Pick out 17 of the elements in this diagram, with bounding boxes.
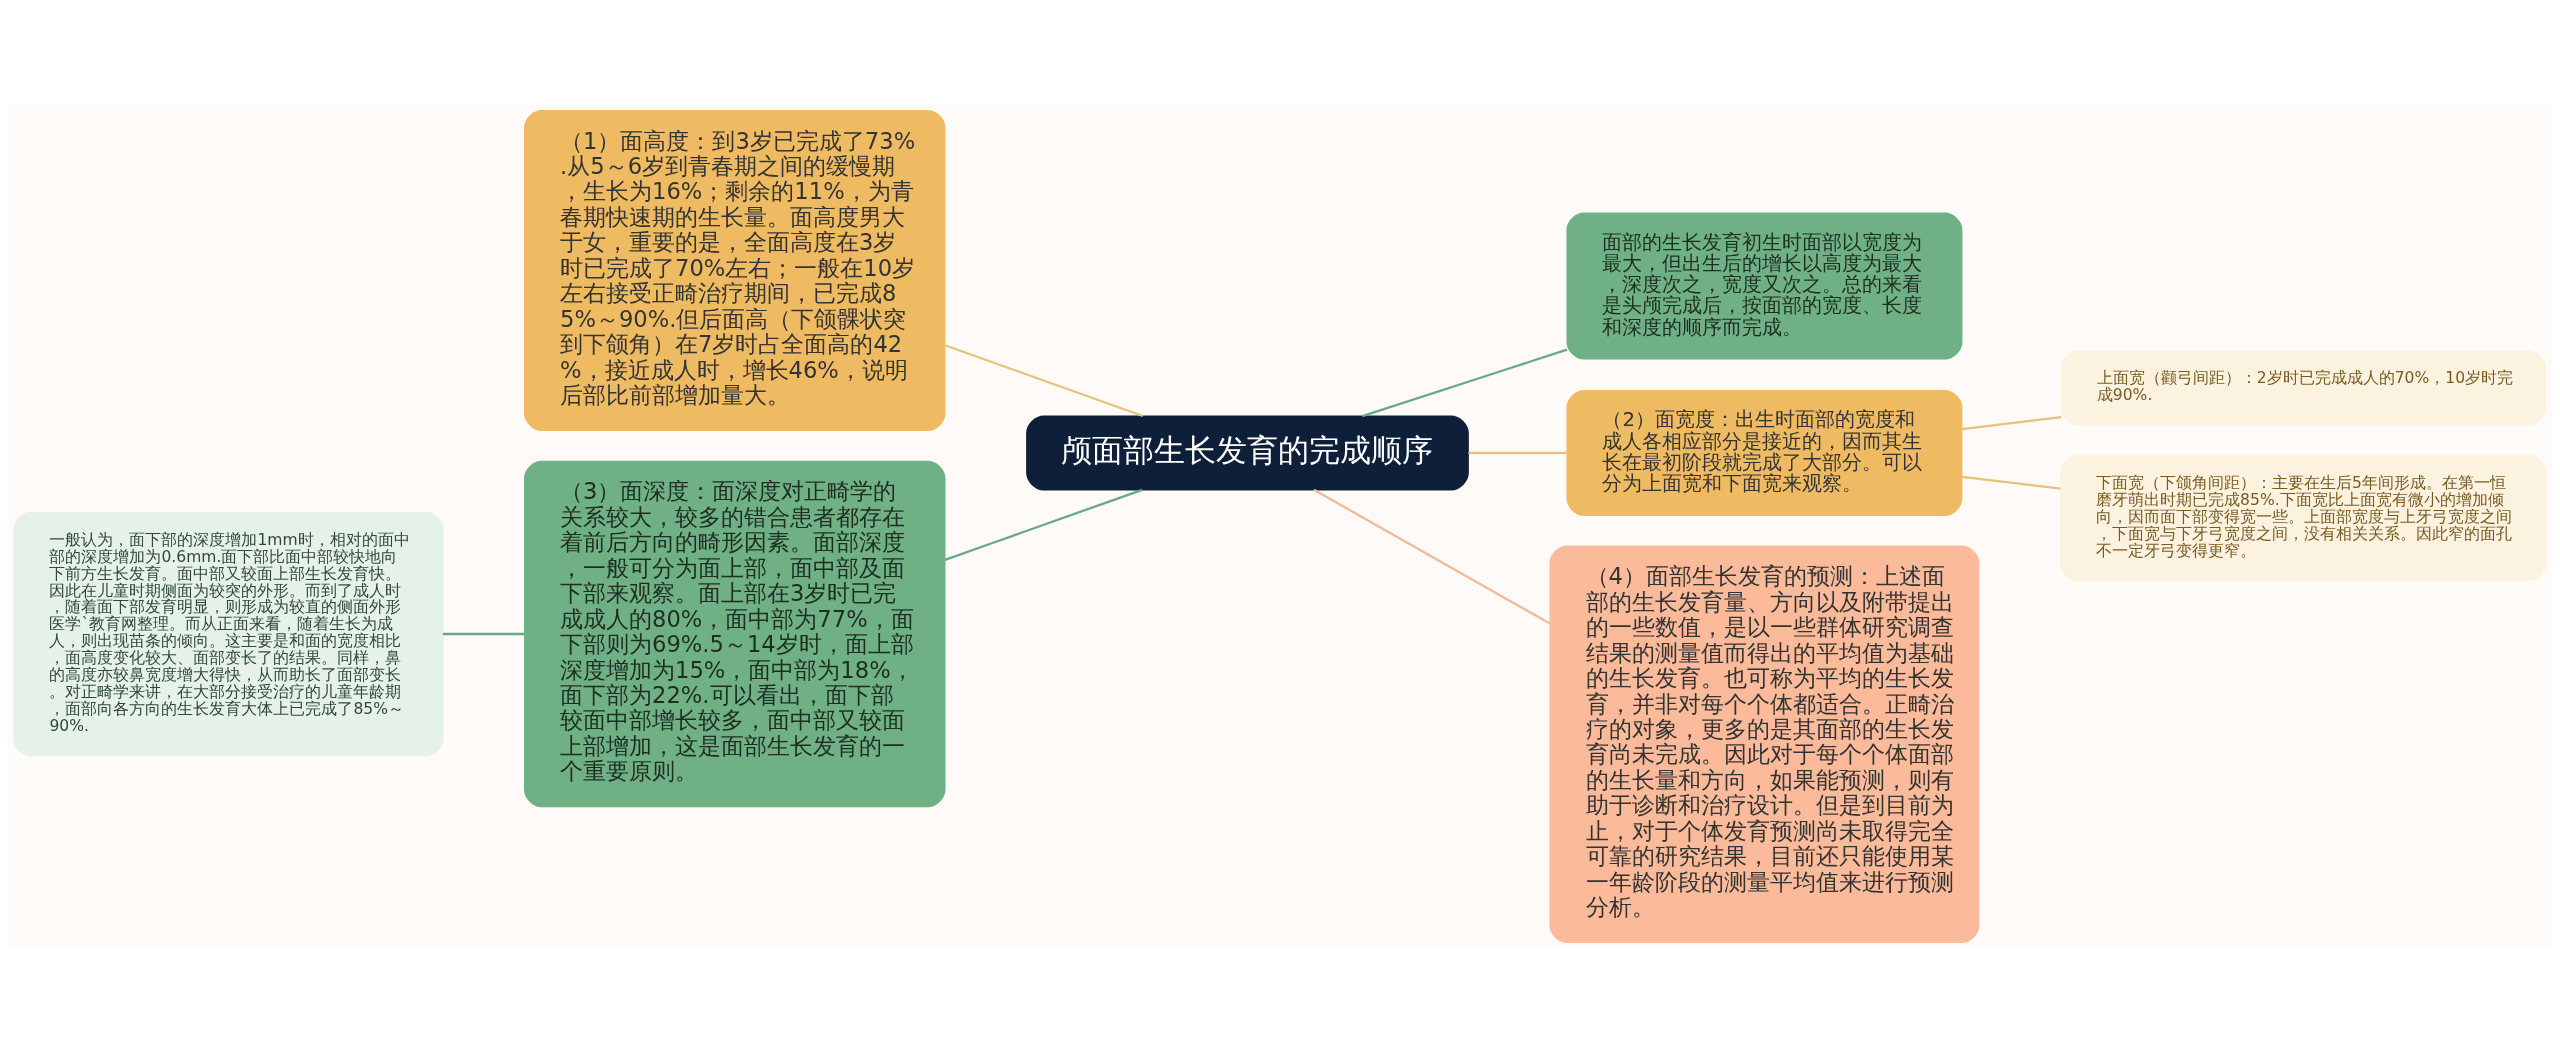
node-box: 面部的生长发育初生时面部以宽度为最大，但出生后的增长以高度为最大，深度次之，宽度又次之。总的来看是头颅完成后，按面部的宽度、长度和深度的顺序而完成。 bbox=[1566, 212, 1963, 360]
node-box: 上面宽（颧弓间距）：2岁时已完成成人的70%，10岁时完成90%. bbox=[2060, 350, 2546, 426]
connector bbox=[1961, 475, 2061, 490]
node-box: 一般认为，面下部的深度增加1mm时，相对的面中部的深度增加为0.6mm.面下部比面中部较快地向下前方生长发育。面中部又较面上部生长发育快。因此在儿童时期侧面为较突的外形。而到了成人时，随着面下部发育明显，则形成为较直的侧面外形医学`教育网整理。而从正面来看，随着生长为成人，则出现苗条的倾向。这主要是和面的宽度相比，面高度变化较大、面部变长了的结果。同样，鼻的高度亦较鼻宽度增大得快，从而助长了面部变长。对正畸学来讲，在大部分接受治疗的儿童年龄期，面部向各方向的生长发育大体上已完成了85%～90%. bbox=[13, 511, 444, 757]
node-box: （2）面宽度：出生时面部的宽度和成人各相应部分是接近的，因而其生长在最初阶段就完成了大部分。可以分为上面宽和下面宽来观察。 bbox=[1566, 390, 1963, 516]
connector bbox=[1313, 488, 1551, 625]
connector bbox=[1362, 348, 1568, 418]
node-box: （1）面高度：到3岁已完成了73%.从5～6岁到青春期之间的缓慢期，生长为16%；剩余的11%，为青春期快速期的生长量。面高度男大于女，重要的是，全面高度在3岁时已完成了70%左右；一般在10岁左右接受正畸治疗期间，已完成85%～90%.但后面高（下颌髁状突到下颌角）在7岁时占全面高的42%，接近成人时，增长46%，说明后部比前部增加量大。 bbox=[524, 109, 946, 432]
node-box: （3）面深度：面深度对正畸学的关系较大，较多的错合患者都存在着前后方向的畸形因素。面部深度，一般可分为面上部，面中部及面下部来观察。面上部在3岁时已完成成人的80%，面中部为77%，面下部则为69%.5～14岁时，面上部深度增加为15%，面中部为18%，面下部为22%.可以看出，面下部较面中部增长较多，面中部又较面上部增加，这是面部生长发育的一个重要原则。 bbox=[524, 460, 946, 808]
node-box: 颅面部生长发育的完成顺序 bbox=[1026, 415, 1469, 491]
connector bbox=[442, 632, 525, 636]
node-box: 下面宽（下颌角间距）：主要在生后5年间形成。在第一恒磨牙萌出时期已完成85%.下面宽比上面宽有微小的增加倾向，因而面下部变得宽一些。上面部宽度与上牙弓宽度之间，下面宽与下牙弓宽度之间，没有相关关系。因此窄的面孔不一定牙弓变得更窄。 bbox=[2060, 455, 2547, 581]
node-box: （4）面部生长发育的预测：上述面部的生长发育量、方向以及附带提出的一些数值，是以一些群体研究调查结果的测量值而得出的平均值为基础的生长发育。也可称为平均的生长发育，并非对每个个体都适合。正畸治疗的对象，更多的是其面部的生长发育尚未完成。因此对于每个个体面部的生长量和方向，如果能预测，则有助于诊断和治疗设计。但是到目前为止，对于个体发育预测尚未取得完全可靠的研究结果，目前还只能使用某一年龄阶段的测量平均值来进行预测分析。 bbox=[1549, 545, 1980, 944]
connector bbox=[1961, 415, 2062, 431]
connector bbox=[944, 344, 1144, 418]
connector bbox=[944, 488, 1143, 561]
connector bbox=[1468, 451, 1567, 455]
